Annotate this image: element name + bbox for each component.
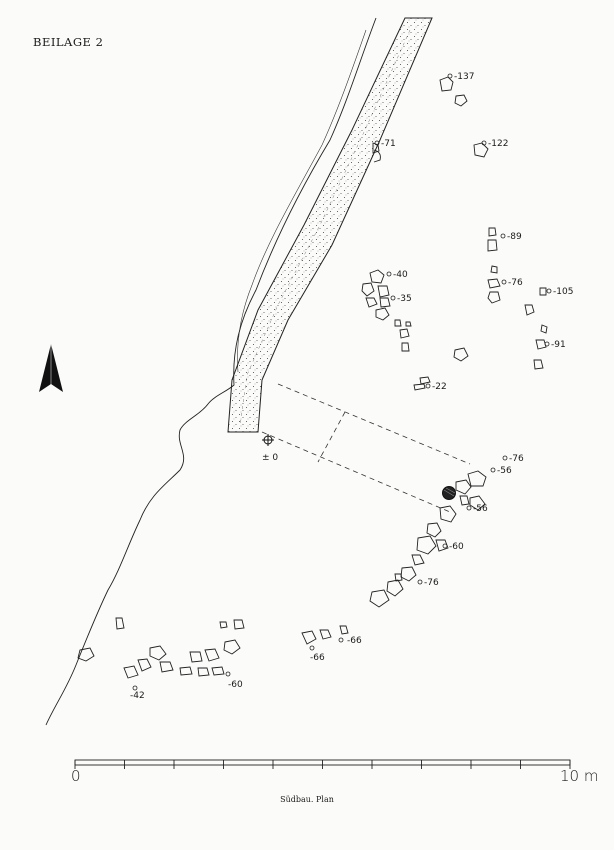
stone-cluster: [77, 76, 548, 679]
terrain-edge-line-inner: [237, 29, 367, 373]
wall-band: [227, 17, 433, 433]
elevation-label: -66: [310, 653, 325, 663]
elevation-label: -56: [473, 504, 488, 514]
post-hole-marker: [442, 486, 456, 500]
north-arrow-icon: [39, 344, 63, 392]
elevation-label: -76: [508, 278, 523, 288]
elevation-label: -91: [551, 340, 566, 350]
elevation-label: -66: [347, 636, 362, 646]
elevation-label: -35: [397, 294, 412, 304]
plan-caption: Südbau. Plan: [280, 795, 334, 804]
survey-datum-icon: [262, 434, 274, 446]
sheet-header: BEILAGE 2: [33, 35, 104, 49]
scale-start-label: 0: [71, 767, 81, 785]
terrain-edge-line: [45, 17, 377, 726]
elevation-label: -76: [509, 454, 524, 464]
elevation-label: -122: [488, 139, 508, 149]
elevation-label: -76: [424, 578, 439, 588]
scale-end-label: 10 m: [560, 767, 599, 785]
elevation-points: [132, 73, 552, 691]
elevation-label: -71: [381, 139, 396, 149]
elevation-label: -42: [130, 691, 145, 701]
wall-band-inner-edge: [239, 29, 411, 426]
datum-label: ± 0: [262, 453, 278, 463]
elevation-label: -40: [393, 270, 408, 280]
elevation-label: -60: [449, 542, 464, 552]
elevation-label: -89: [507, 232, 522, 242]
scale-bar: [74, 759, 571, 769]
elevation-label: -105: [553, 287, 573, 297]
elevation-label: -56: [497, 466, 512, 476]
elevation-label: -22: [432, 382, 447, 392]
elevation-label: -60: [228, 680, 243, 690]
trench-outline: [261, 383, 471, 513]
elevation-label: -137: [454, 72, 474, 82]
